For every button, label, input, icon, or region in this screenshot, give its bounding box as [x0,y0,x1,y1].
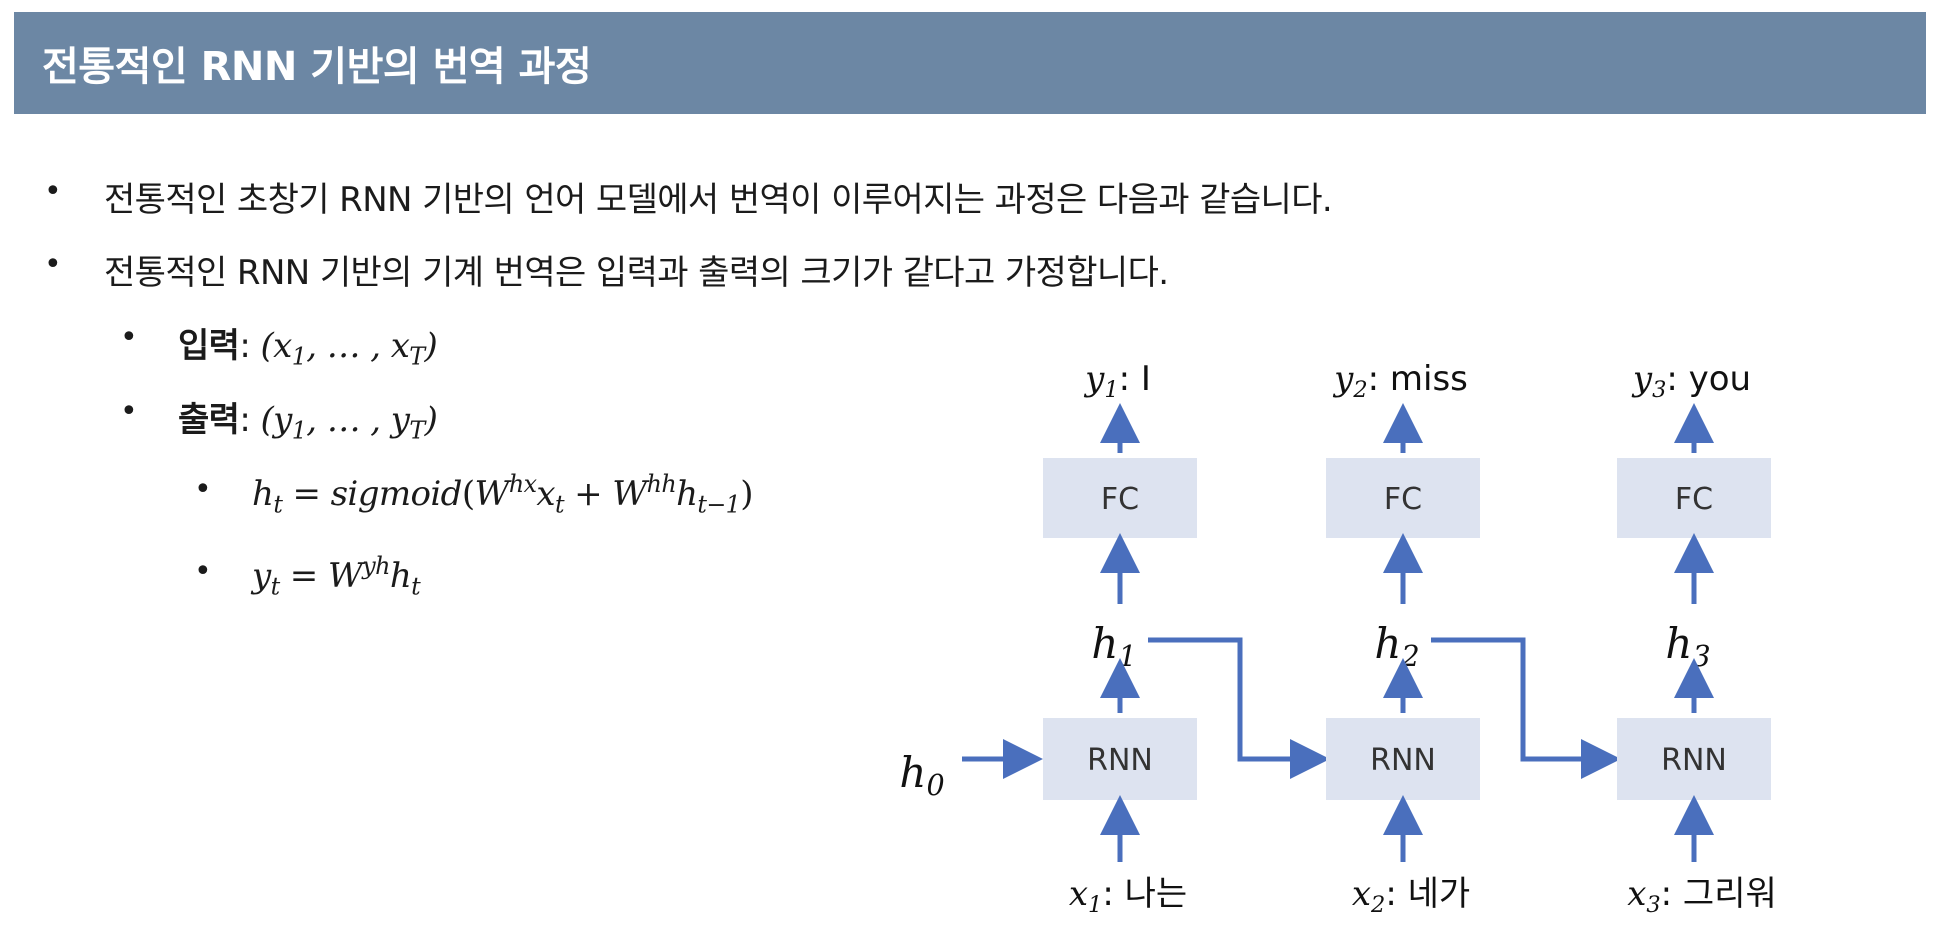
bullet-dot: • [44,174,62,209]
output-label: 출력 [178,400,240,440]
bullet-dot: • [194,554,212,589]
output-sequence: (y1, … , yT) [260,400,438,445]
input-label: 입력 [178,326,240,366]
fc-label-3: FC [1675,482,1713,517]
bullet-1-text: 전통적인 초창기 RNN 기반의 언어 모델에서 번역이 이루어지는 과정은 다… [104,180,1333,220]
bullet-2-text: 전통적인 RNN 기반의 기계 번역은 입력과 출력의 크기가 같다고 가정합니… [104,253,1169,293]
output-label-1: y1: I [1083,359,1151,403]
fc-box-1 [1043,458,1197,538]
fc-label-1: FC [1101,482,1139,517]
input-sequence: (x1, … , xT) [260,326,438,371]
input-label-3: x3: 그리워 [1627,874,1777,918]
arrow-recurrent-2-to-3 [1431,637,1621,779]
output-label-2: y2: miss [1332,359,1468,403]
bullet-dot: • [120,320,138,355]
bullet-dot: • [44,247,62,282]
hidden-state-equation: ht = sigmoid(Whxxt + Whhht−1) [252,470,753,519]
fc-label-2: FC [1384,482,1422,517]
input-label-1: x1: 나는 [1069,874,1187,918]
initial-hidden-state: h0 [899,748,944,802]
rnn-box-2 [1326,718,1480,800]
hidden-state-3: h3 [1665,619,1710,673]
output-label-3: y3: you [1631,359,1751,403]
hidden-state-2: h2 [1374,619,1419,673]
fc-box-3 [1617,458,1771,538]
bullet-dot: • [120,394,138,429]
slide-title: 전통적인 RNN 기반의 번역 과정 [42,44,592,90]
rnn-box-3 [1617,718,1771,800]
rnn-label-1: RNN [1087,743,1153,778]
input-label-2: x2: 네가 [1352,874,1470,918]
rnn-label-2: RNN [1370,743,1436,778]
rnn-label-3: RNN [1661,743,1727,778]
rnn-box-1 [1043,718,1197,800]
fc-box-2 [1326,458,1480,538]
title-bar: 전통적인 RNN 기반의 번역 과정 [14,12,1926,114]
hidden-state-1: h1 [1091,619,1136,673]
bullet-dot: • [194,472,212,507]
arrow-recurrent-1-to-2 [1148,637,1330,779]
output-equation: yt = Wyhht [252,552,421,601]
